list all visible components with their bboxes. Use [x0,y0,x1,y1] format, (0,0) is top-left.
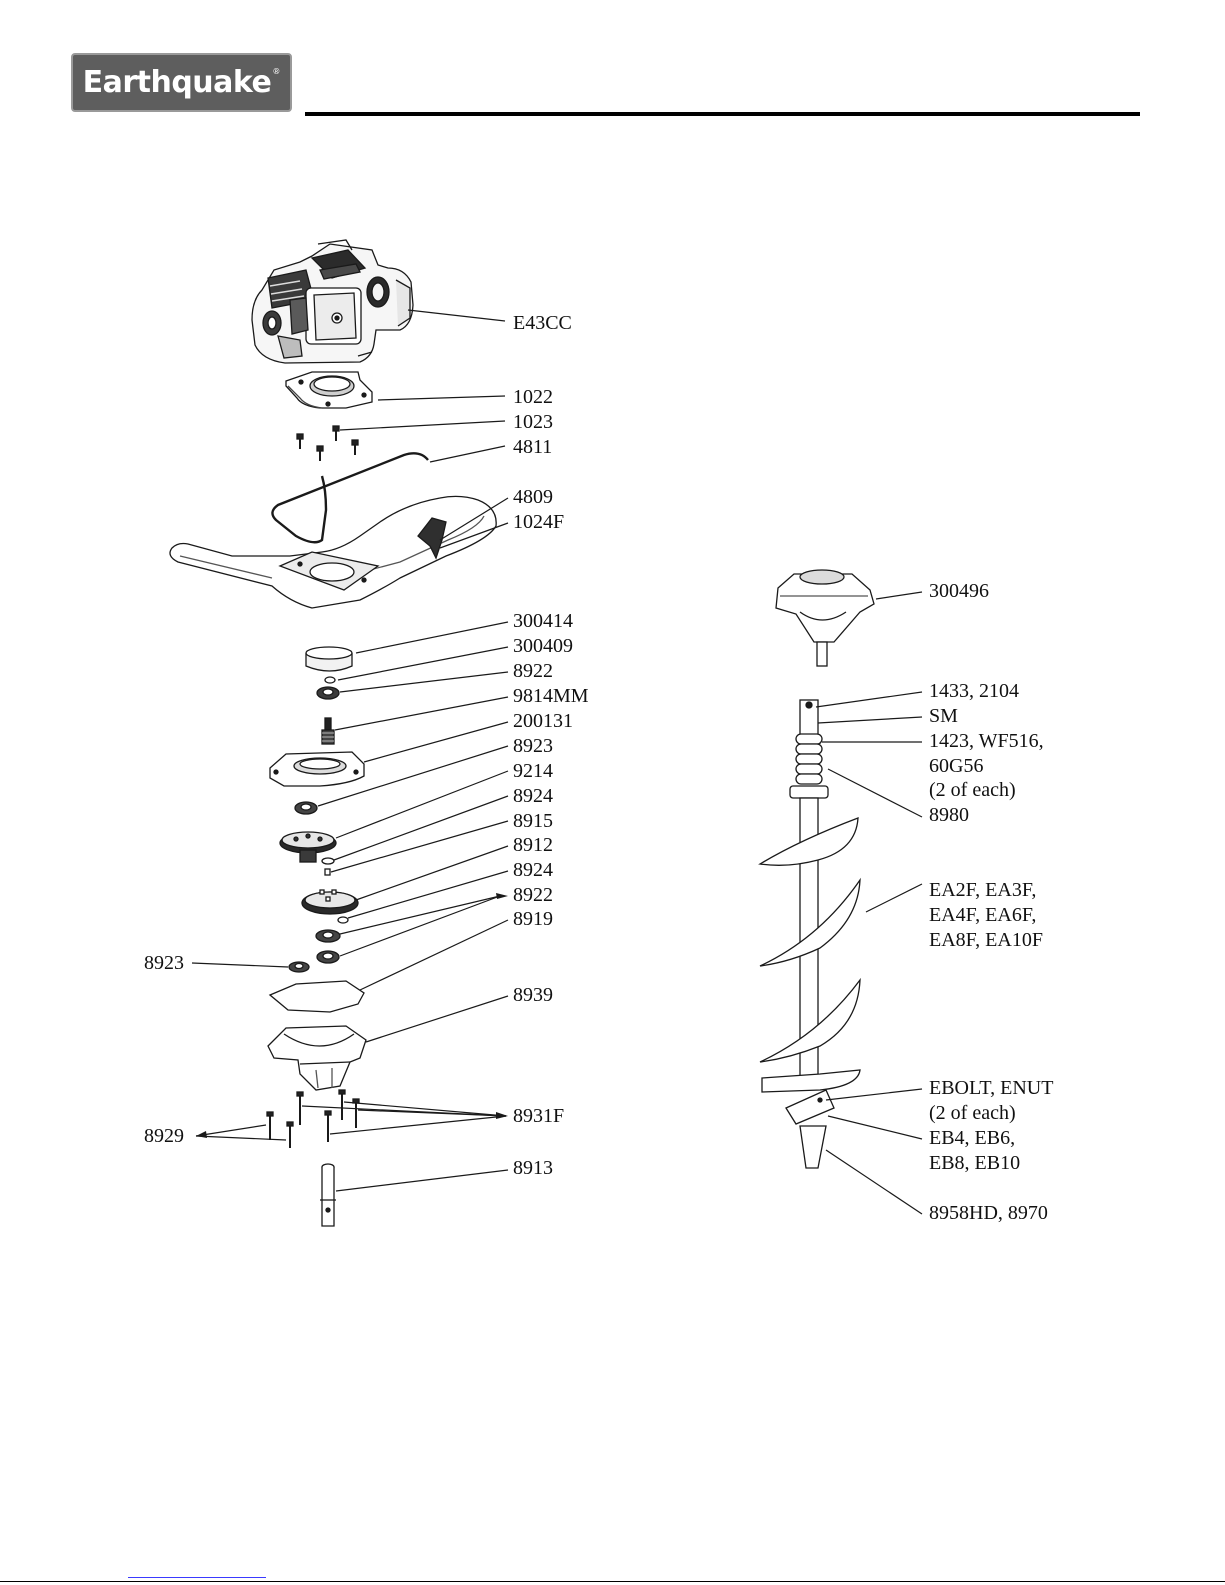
callout-300409: 300409 [513,634,573,659]
gasket-drawing [270,981,364,1012]
callout-8924-lower: 8924 [513,858,553,883]
callout-1022: 1022 [513,385,553,410]
handlebar-drawing [170,496,496,608]
callout-e43cc: E43CC [513,311,572,336]
bearing-8923-upper [295,802,317,814]
callout-300496: 300496 [929,579,989,604]
bolt-set-1023 [297,426,358,461]
key-8915 [325,869,330,875]
callout-9814mm: 9814MM [513,684,589,709]
callout-8923-upper: 8923 [513,734,553,759]
callout-1433-2104: 1433, 2104 [929,679,1019,704]
callout-4811: 4811 [513,435,552,460]
callout-8922-upper: 8922 [513,659,553,684]
callout-8912: 8912 [513,833,553,858]
ring-300414 [306,647,352,671]
callout-8929: 8929 [144,1124,184,1149]
callout-8919: 8919 [513,907,553,932]
bearing-8919 [317,951,339,963]
callout-1023: 1023 [513,410,553,435]
washer-8924-lower [338,917,348,923]
mount-plate-drawing [286,372,372,408]
bearing-8922-upper [317,687,339,699]
callout-blade-line1: EB4, EB6, [929,1126,1015,1151]
callout-8924-upper: 8924 [513,784,553,809]
upper-gear-housing [270,752,364,786]
spring-8980 [796,734,822,784]
callout-auger-line1: EA2F, EA3F, [929,878,1036,903]
callout-1024f: 1024F [513,510,564,535]
footer-rule [0,1581,1225,1582]
callout-8980: 8980 [929,803,969,828]
callout-1423-line2: 60G56 [929,754,983,779]
pinion-9814mm [322,718,334,744]
callout-8923-lower: 8923 [144,951,184,976]
washer-300409 [325,677,335,683]
engine-drawing [252,240,413,363]
output-shaft-8913 [320,1164,336,1226]
bearing-8922-lower [316,930,340,942]
callout-300414: 300414 [513,609,573,634]
callout-sm: SM [929,704,958,729]
callout-8931f: 8931F [513,1104,564,1129]
arrowheads [196,893,508,1138]
callout-auger-line3: EA8F, EA10F [929,928,1043,953]
callout-auger-line2: EA4F, EA6F, [929,903,1036,928]
callout-4809: 4809 [513,485,553,510]
callout-8939: 8939 [513,983,553,1008]
callout-blade-line2: EB8, EB10 [929,1151,1020,1176]
callout-200131: 200131 [513,709,573,734]
adapter-housing-300496 [776,570,874,666]
callout-8913: 8913 [513,1156,553,1181]
callout-point: 8958HD, 8970 [929,1201,1048,1226]
footer-link-underline[interactable] [128,1577,266,1578]
callout-8915: 8915 [513,809,553,834]
bearing-8923-lower [289,962,309,972]
callout-ebolt-line2: (2 of each) [929,1101,1016,1126]
lower-gear-housing [268,1026,366,1090]
callout-1423-line1: 1423, WF516, [929,729,1044,754]
gear-8912 [302,890,358,914]
callout-1423-line3: (2 of each) [929,778,1016,803]
washer-8924-upper [322,858,334,864]
callout-ebolt-line1: EBOLT, ENUT [929,1076,1053,1101]
callout-9214: 9214 [513,759,553,784]
callout-8922-lower: 8922 [513,883,553,908]
